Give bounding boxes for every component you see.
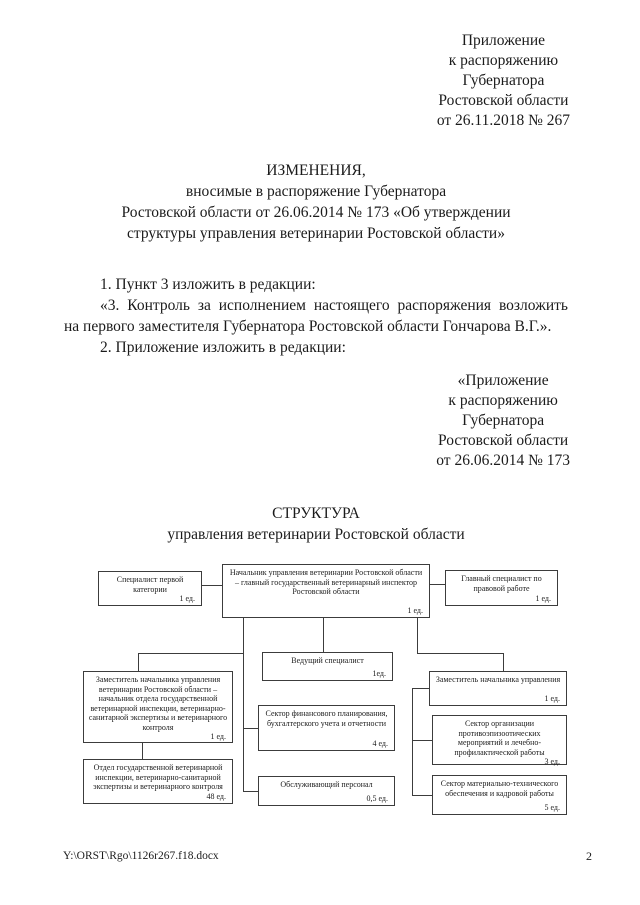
connector	[417, 618, 418, 653]
org-box-count: 0,5 ед.	[366, 793, 388, 803]
appendix-inner-line: от 26.06.2014 № 173	[436, 452, 570, 469]
paragraph-1: 1. Пункт 3 изложить в редакции:	[100, 276, 316, 293]
connector	[138, 653, 139, 671]
connector	[323, 618, 324, 652]
org-box-count: 1 ед.	[179, 594, 195, 603]
org-box-count: 3 ед.	[544, 757, 560, 766]
org-box-count: 1ед.	[372, 668, 386, 678]
appendix-inner-line: Ростовской области	[438, 432, 569, 449]
footer-page-number: 2	[586, 849, 592, 863]
document-title: ИЗМЕНЕНИЯ, вносимые в распоряжение Губер…	[64, 160, 568, 244]
org-box-count: 1 ед.	[535, 593, 551, 603]
org-box-title: Заместитель начальника управления	[435, 675, 561, 684]
org-box-title: Заместитель начальника управления ветери…	[88, 675, 228, 732]
title-line: структуры управления ветеринарии Ростовс…	[127, 225, 505, 242]
structure-heading-line-1: СТРУКТУРА	[272, 505, 360, 522]
org-box-logistics-hr-sector: Сектор материально-технического обеспече…	[432, 775, 567, 815]
appendix-inner-line: Губернатора	[462, 412, 545, 429]
title-line: ИЗМЕНЕНИЯ,	[266, 162, 366, 179]
paragraph-2-line-1: «3. Контроль за исполнением настоящего р…	[100, 297, 568, 314]
appendix-inner-line: к распоряжению	[448, 392, 558, 409]
title-line: вносимые в распоряжение Губернатора	[185, 183, 447, 200]
connector	[417, 653, 503, 654]
appendix-block-top: Приложение к распоряжению Губернатора Ро…	[437, 31, 570, 131]
connector	[138, 653, 244, 654]
appendix-top-line: Приложение	[461, 32, 546, 49]
appendix-top-line: Ростовской области	[438, 92, 569, 109]
org-box-state-inspection-department: Отдел государственной ветеринарной инспе…	[83, 759, 233, 804]
org-box-chief-legal-specialist: Главный специалист по правовой работе 1 …	[445, 570, 558, 606]
connector	[412, 740, 432, 741]
connector	[412, 688, 429, 689]
paragraph-3: 2. Приложение изложить в редакции:	[100, 339, 346, 356]
org-box-count: 4 ед.	[372, 738, 388, 748]
connector	[412, 688, 413, 795]
org-box-deputy-head: Заместитель начальника управления 1 ед.	[429, 671, 567, 706]
body-paragraphs: 1. Пункт 3 изложить в редакции: «3. Конт…	[64, 274, 568, 358]
appendix-inner-line: «Приложение	[457, 372, 549, 389]
connector	[243, 618, 244, 791]
org-box-count: 1 ед.	[544, 693, 560, 703]
org-box-specialist-first-category: Специалист первой категории 1 ед.	[98, 571, 202, 606]
appendix-top-line: к распоряжению	[448, 52, 559, 69]
org-box-title: Главный специалист по правовой работе	[461, 574, 542, 593]
paragraph-2-line-2: на первого заместителя Губернатора Росто…	[64, 318, 552, 335]
org-box-title: Начальник управления ветеринарии Ростовс…	[229, 568, 423, 596]
title-line: Ростовской области от 26.06.2014 № 173 «…	[121, 204, 511, 221]
org-box-deputy-head-inspection: Заместитель начальника управления ветери…	[83, 671, 233, 743]
org-box-count: 1 ед.	[407, 605, 423, 615]
structure-heading-line-2: управления ветеринарии Ростовской област…	[167, 526, 465, 543]
org-box-leading-specialist: Ведущий специалист 1ед.	[262, 652, 393, 681]
structure-heading: СТРУКТУРА управления ветеринарии Ростовс…	[64, 503, 568, 545]
org-box-title: Отдел государственной ветеринарной инспе…	[93, 763, 223, 791]
org-box-count: 1 ед.	[210, 732, 226, 741]
connector	[430, 584, 445, 585]
org-box-service-staff: Обслуживающий персонал 0,5 ед.	[258, 776, 395, 806]
connector	[142, 743, 143, 759]
appendix-block-inner: «Приложение к распоряжению Губернатора Р…	[436, 371, 570, 471]
footer-file-path: Y:\ORST\Rgo\1126r267.f18.docx	[63, 850, 219, 862]
org-box-title: Сектор организации противоэпизоотических…	[454, 719, 545, 757]
org-box-count: 5 ед.	[544, 802, 560, 812]
connector	[503, 653, 504, 671]
connector	[202, 585, 222, 586]
org-box-antiepizootic-sector: Сектор организации противоэпизоотических…	[432, 715, 567, 766]
org-box-count: 48 ед.	[206, 791, 226, 801]
connector	[243, 791, 258, 792]
org-box-title: Сектор финансового планирования, бухгалт…	[265, 709, 388, 728]
connector	[412, 795, 432, 796]
org-box-finance-sector: Сектор финансового планирования, бухгалт…	[258, 705, 395, 751]
org-box-title: Обслуживающий персонал	[280, 780, 373, 789]
org-box-title: Специалист первой категории	[116, 575, 184, 594]
connector	[243, 728, 258, 729]
org-box-title: Сектор материально-технического обеспече…	[440, 779, 559, 798]
org-box-head-of-department: Начальник управления ветеринарии Ростовс…	[222, 564, 430, 618]
appendix-top-line: от 26.11.2018 № 267	[436, 112, 570, 129]
org-box-title: Ведущий специалист	[291, 656, 364, 665]
appendix-top-line: Губернатора	[462, 72, 545, 89]
